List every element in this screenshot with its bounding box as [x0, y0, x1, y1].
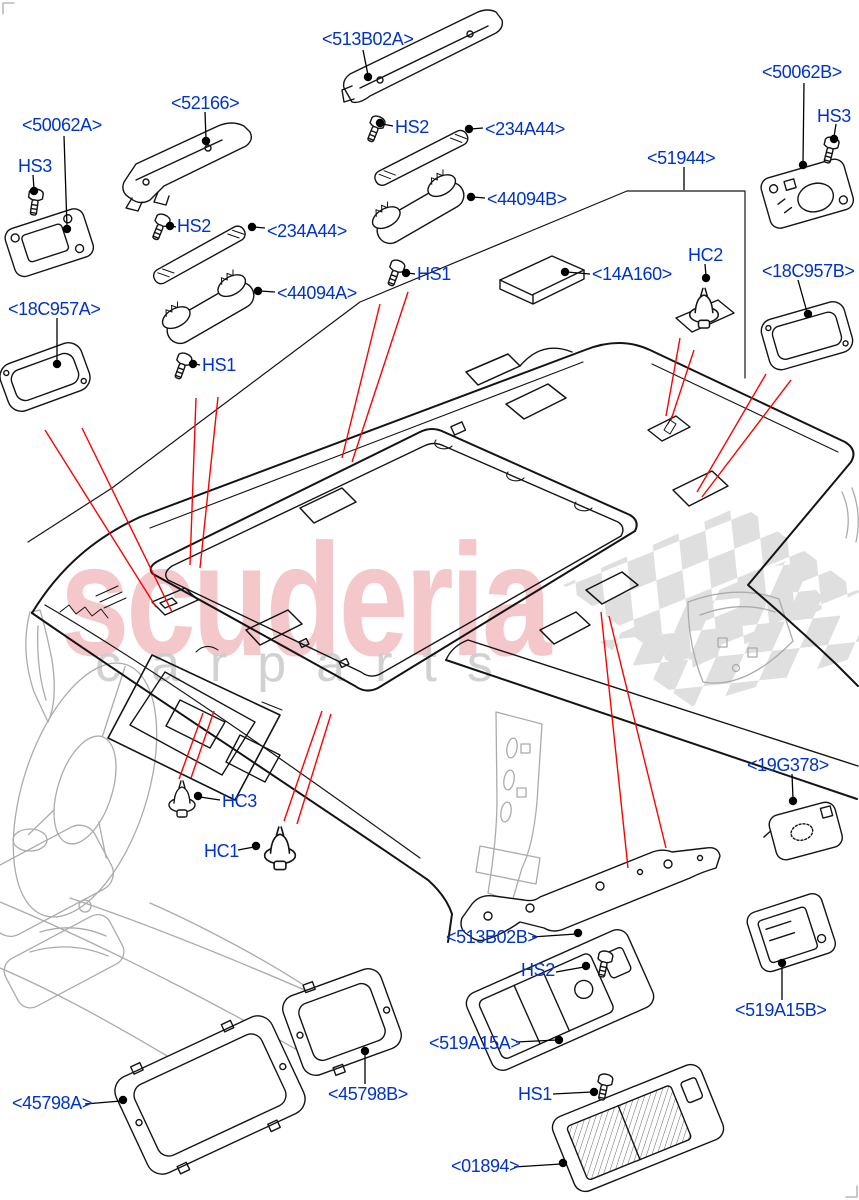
checkered-flag-icon [563, 505, 859, 706]
locator-lines [44, 291, 792, 869]
headliner-artwork [0, 9, 859, 1193]
part-label-45798A[interactable]: <45798A> [12, 1093, 92, 1113]
part-label-HS3-right: HS3 [817, 106, 851, 126]
part-label-HS2-left: HS2 [177, 216, 211, 236]
part-label-18C957A[interactable]: <18C957A> [8, 299, 101, 319]
part-label-14A160[interactable]: <14A160> [592, 264, 672, 284]
part-label-HS1-left: HS1 [202, 355, 236, 375]
part-label-HS2-top: HS2 [395, 117, 429, 137]
part-label-HS3-left: HS3 [18, 156, 52, 176]
part-label-234A44-left[interactable]: <234A44> [267, 221, 347, 241]
part-label-45798B[interactable]: <45798B> [328, 1084, 408, 1104]
part-label-50062A[interactable]: <50062A> [22, 115, 102, 135]
watermark-subtitle: carparts [95, 635, 523, 693]
part-label-HS1-center: HS1 [417, 264, 451, 284]
part-label-HS2-bottom: HS2 [521, 960, 555, 980]
part-label-519A15A[interactable]: <519A15A> [429, 1033, 521, 1053]
part-label-44094B[interactable]: <44094B> [487, 189, 567, 209]
part-label-HC1: HC1 [204, 841, 239, 861]
part-label-513B02A[interactable]: <513B02A> [322, 29, 414, 49]
part-label-519A15B[interactable]: <519A15B> [735, 1000, 827, 1020]
part-label-18C957B[interactable]: <18C957B> [762, 261, 855, 281]
part-label-44094A[interactable]: <44094A> [277, 283, 357, 303]
part-label-HC2: HC2 [688, 245, 723, 265]
part-label-52166[interactable]: <52166> [171, 93, 240, 113]
part-label-19G378[interactable]: <19G378> [747, 755, 829, 775]
part-label-HS1-bottom: HS1 [518, 1084, 552, 1104]
part-label-HC3: HC3 [222, 791, 257, 811]
part-label-50062B[interactable]: <50062B> [762, 62, 842, 82]
part-label-234A44-top[interactable]: <234A44> [485, 119, 565, 139]
part-label-01894[interactable]: <01894> [451, 1156, 520, 1176]
leader-lines [29, 49, 839, 1168]
part-label-51944[interactable]: <51944> [647, 148, 716, 168]
part-label-513B02B[interactable]: <513B02B> [446, 927, 538, 947]
